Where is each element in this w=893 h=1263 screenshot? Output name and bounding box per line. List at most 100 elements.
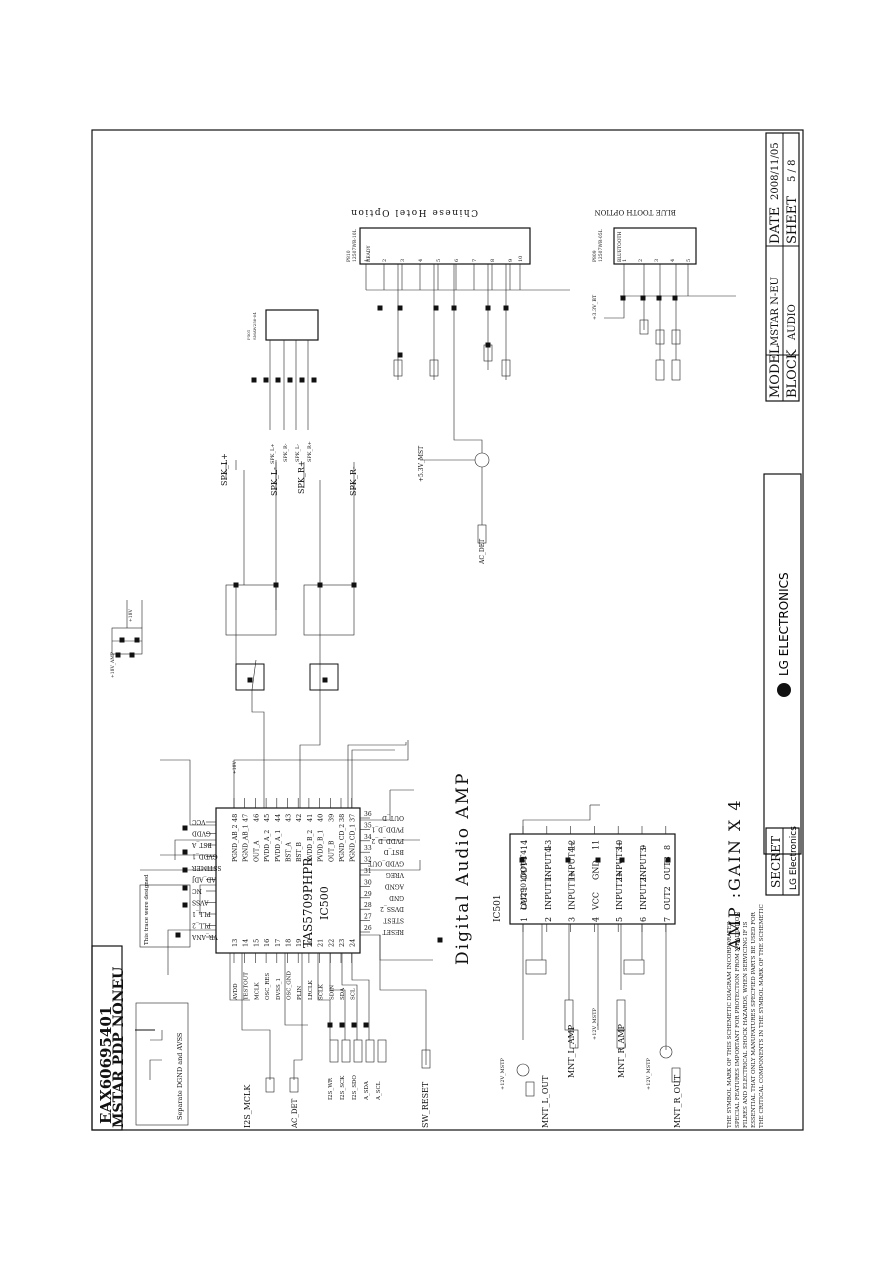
ic501: IC501 LM2901DOUT4 1OUT12INPUT1-3INPUT1+4… — [493, 804, 676, 932]
junction-dot — [397, 352, 403, 358]
ic500-bottom-pins: 13AVDD14TESTOUT15MCLK16OSC_RES17DVSS_118… — [231, 939, 357, 1001]
ic500-pin-name: SCL — [351, 988, 357, 1000]
svg-text:SMAW250-04: SMAW250-04 — [252, 312, 257, 340]
sheet-border — [91, 129, 804, 1131]
ic500-pin-name: LRCLK — [308, 979, 314, 1000]
ic500-pin-num: 43 — [285, 814, 293, 822]
ic500-pin-num: 48 — [231, 814, 239, 822]
junction-dot — [247, 677, 253, 683]
junction-dot — [451, 305, 457, 311]
part-number: EAX60695401 — [97, 1006, 115, 1124]
ic500-pin-num: 45 — [263, 814, 271, 822]
model-value: MSTAR N-EU — [770, 277, 781, 346]
net-mnt-l-out: MNT_L_OUT — [541, 1075, 550, 1128]
ic500-pin-name: AD_ADJ — [191, 876, 216, 883]
svg-text:P501: P501 — [246, 330, 251, 340]
ic501-body — [509, 833, 676, 925]
svg-text:+18V_AMP: +18V_AMP — [110, 652, 116, 678]
ic501-pin-name: OUT3 — [663, 856, 672, 880]
ic500-pin-name: DVSS_2 — [380, 905, 404, 912]
project-name: MSTAR PDP NONEU — [111, 967, 127, 1128]
net-ac-det: AC_DET — [291, 1098, 299, 1129]
ic501-pin-name: GND — [591, 860, 600, 880]
junction-dot — [311, 377, 317, 383]
ic500-pin-name: RESET — [383, 928, 404, 935]
junction-dot — [322, 677, 328, 683]
ic500-pin-num: 31 — [364, 868, 372, 875]
junction-dot — [251, 377, 257, 383]
p810-pin-num: 8 — [490, 259, 496, 262]
title-block: MODEL MSTAR N-EU DATE 2008/11/05 BLOCK A… — [763, 132, 802, 896]
net-a-sda: A_SDA — [364, 1080, 370, 1101]
svg-text:ESSENTIAL THAT ONLY MANUFATURE: ESSENTIAL THAT ONLY MANUFATURES SPECFIED… — [751, 911, 757, 1128]
junction-dot — [397, 305, 403, 311]
ic500-pin-name: BST_A — [286, 841, 293, 862]
ic501-pin-name: OUT4 — [520, 856, 529, 880]
date-value: 2008/11/05 — [770, 142, 781, 200]
ic500-pin-num: 20 — [306, 939, 314, 947]
p810-circuits: AC_DET +5.3V_MST — [393, 264, 511, 565]
ic500-pin-name: PVDD_D_1 — [371, 825, 404, 832]
svg-text:THE SYMBOL MARK OF THIS SCHEME: THE SYMBOL MARK OF THIS SCHEMETIC DIAGRA… — [727, 921, 733, 1128]
junction-dot — [620, 295, 626, 301]
speaker-nets: SPK_L+ SPK_L- SPK_R+ SPK_R- P501 SMAW250… — [220, 309, 358, 496]
ic501-pin-num: 12 — [568, 840, 577, 850]
ic501-pin-num: 3 — [568, 917, 577, 922]
ic500-pin-name: PGND_CD_1 — [350, 824, 357, 862]
ic500-pin-name: OSC_RES — [265, 973, 271, 1000]
ic500-pin-num: 33 — [364, 845, 372, 852]
p810-pin-num: 9 — [508, 259, 514, 262]
net-i2s-wr: I2S_WR — [328, 1077, 334, 1100]
ic500-pin-name: GVDD_1 — [192, 853, 218, 860]
svg-text:12507WR-10L: 12507WR-10L — [352, 229, 358, 262]
svg-text:+12V_MSTP: +12V_MSTP — [500, 1057, 506, 1090]
model-label: MODEL — [768, 345, 783, 398]
company-logo: LG ELECTRONICS — [777, 572, 791, 676]
date-label: DATE — [768, 207, 783, 244]
ic500-pin-name: PGND_CD_2 — [339, 824, 346, 862]
ic500-pin-name: VR_ANA — [191, 933, 218, 940]
ic500-pin-name: PLIN — [297, 985, 303, 1000]
ic500-pin-name: OUT_D — [382, 814, 404, 821]
ic500-pin-name: AVSS — [192, 899, 209, 906]
net-mnt-r-amp: MNT_R_AMP — [617, 1023, 626, 1078]
junction-dot — [299, 377, 305, 383]
ic500-pin-num: 35 — [364, 822, 372, 829]
lg-logo-icon — [777, 683, 791, 697]
ic501-pin-num: 6 — [639, 917, 648, 922]
ic500-pin-name: AVDD — [233, 983, 239, 1001]
ic500-pin-name: BST_B — [296, 841, 303, 862]
ic500-pin-name: AGND — [385, 882, 405, 889]
ic500-pin-num: 29 — [364, 891, 372, 898]
ic500-pin-name: SDIN — [329, 985, 335, 1000]
ic500-pin-name: NC — [192, 887, 202, 894]
sheet-label: SHEET — [785, 196, 800, 244]
net-i2s-sck: I2S_SCK — [340, 1075, 346, 1100]
ic500-pin-num: 22 — [327, 939, 335, 947]
junction-dot — [115, 652, 121, 658]
junction-dot — [485, 305, 491, 311]
ic500-pin-num: 24 — [349, 939, 357, 947]
p809-pin-num: 3 — [654, 259, 660, 262]
ic500-pin-name: VREG — [386, 871, 405, 878]
ic500: TAS5709PHPR IC500 48PGND_AB_247PGND_AB_1… — [191, 798, 405, 1001]
ic500-pin-name: SCLK — [319, 983, 325, 1000]
ic500-part: TAS5709PHPR — [301, 857, 315, 948]
p810-pin-num: 2 — [382, 259, 388, 262]
ic500-pin-num: 21 — [317, 939, 325, 947]
junction-dot — [503, 305, 509, 311]
junction-dot — [129, 652, 135, 658]
section-bluetooth: BLUE TOOTH OPTION — [594, 208, 676, 216]
junction-dot — [485, 342, 491, 348]
p810-pin-num: 4 — [418, 259, 424, 262]
ic500-pin-name: OUT_B — [328, 840, 335, 862]
power-area: +18V_AMP +18V +18V — [110, 600, 238, 774]
junction-dot — [233, 582, 239, 588]
ic500-pin-num: 40 — [317, 814, 325, 822]
ic501-pin-num: 7 — [663, 917, 672, 922]
ic500-left-pins: VCCGVDDBST_AGVDD_1SSTIMERAD_ADJNCAVSSPLL… — [191, 818, 221, 940]
ic500-pin-num: 42 — [295, 814, 303, 822]
ic500-ref: IC500 — [318, 886, 331, 920]
